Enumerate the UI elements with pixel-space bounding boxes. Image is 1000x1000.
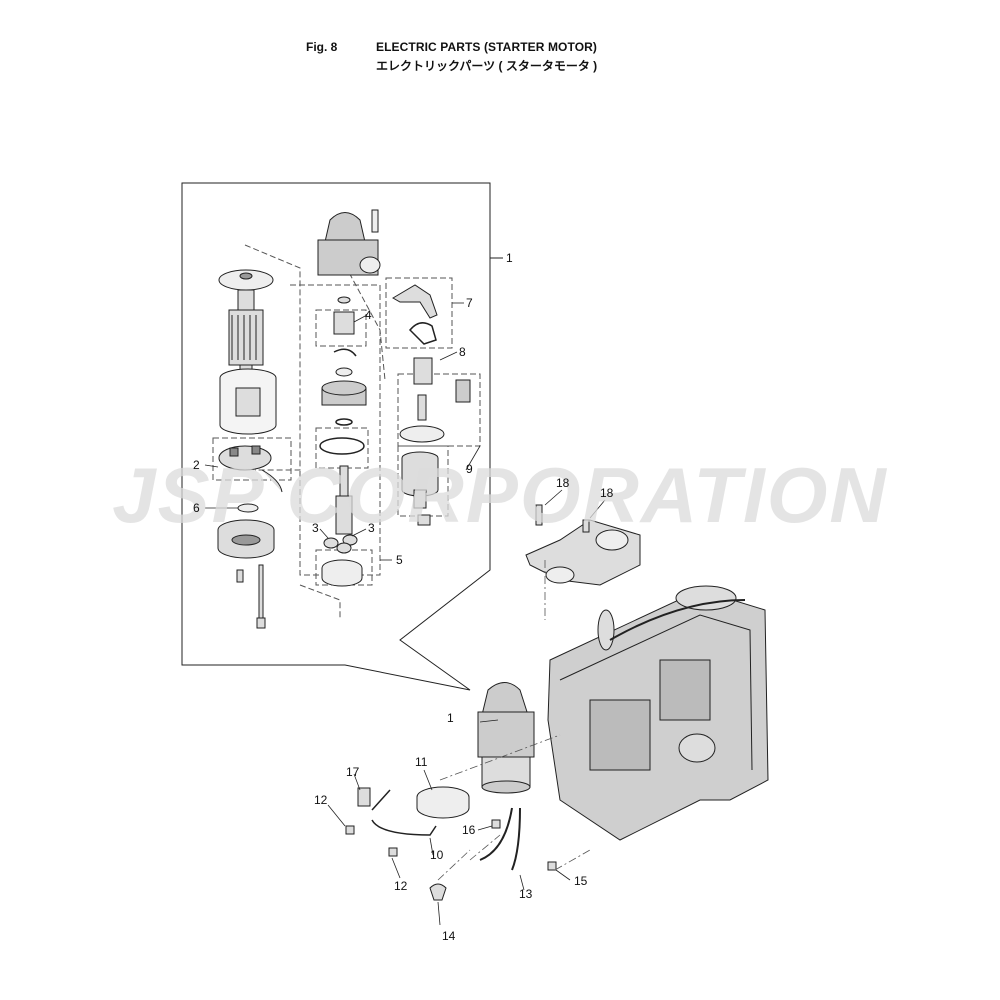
figure-number: Fig. 8 — [306, 40, 338, 54]
through-bolts — [236, 564, 266, 629]
gasket — [399, 425, 445, 443]
callout-13: 13 — [519, 887, 533, 901]
callout-4: 4 — [365, 308, 372, 322]
washer-small — [237, 503, 259, 513]
mounting-bracket — [525, 504, 641, 586]
spring-clip — [408, 322, 437, 345]
callout-1-top: 1 — [506, 251, 513, 265]
screws — [345, 819, 557, 871]
yoke — [219, 368, 277, 435]
callout-12-bottom: 12 — [394, 879, 408, 893]
clip — [333, 348, 357, 357]
end-cover — [217, 519, 275, 559]
planetary-shaft — [335, 465, 353, 535]
contact-block — [455, 379, 471, 403]
cables — [479, 807, 521, 871]
callout-1-bottom: 1 — [447, 711, 454, 725]
figure-title-english: ELECTRIC PARTS (STARTER MOTOR) — [376, 40, 597, 54]
detail-frame — [181, 182, 491, 691]
callout-5: 5 — [396, 553, 403, 567]
callout-3-right: 3 — [368, 521, 375, 535]
plunger — [413, 357, 433, 421]
callout-11: 11 — [415, 755, 428, 769]
figure-header: Fig. 8 ELECTRIC PARTS (STARTER MOTOR) エレ… — [0, 40, 1000, 80]
band-bracket — [371, 789, 437, 836]
engine-block — [547, 585, 769, 841]
lever — [392, 284, 438, 319]
band — [416, 786, 470, 819]
cap — [429, 883, 447, 901]
front-housing — [317, 209, 381, 276]
figure-title-japanese: エレクトリックパーツ ( スタータモータ ) — [376, 59, 598, 73]
planet-gears — [323, 534, 358, 554]
callout-2: 2 — [193, 458, 200, 472]
brush-holder — [218, 445, 283, 493]
end-plate-top — [218, 269, 274, 291]
callout-3-left: 3 — [312, 521, 319, 535]
starter-motor — [477, 682, 535, 794]
internal-gear — [321, 559, 363, 587]
callout-18-right: 18 — [600, 486, 614, 500]
callout-8: 8 — [459, 345, 466, 359]
callout-18-left: 18 — [556, 476, 570, 490]
solenoid — [401, 451, 439, 526]
callout-7: 7 — [466, 296, 473, 310]
callout-6: 6 — [193, 501, 200, 515]
callout-16: 16 — [462, 823, 476, 837]
callout-17: 17 — [346, 765, 360, 779]
callout-12-top: 12 — [314, 793, 328, 807]
callout-10: 10 — [430, 848, 444, 862]
o-rings — [319, 418, 365, 455]
callout-14: 14 — [442, 929, 456, 943]
cable-holder — [357, 787, 371, 807]
pinion-gear — [333, 296, 355, 335]
clutch — [321, 367, 367, 406]
armature — [228, 289, 264, 381]
callout-9: 9 — [466, 462, 473, 476]
callout-15: 15 — [574, 874, 588, 888]
